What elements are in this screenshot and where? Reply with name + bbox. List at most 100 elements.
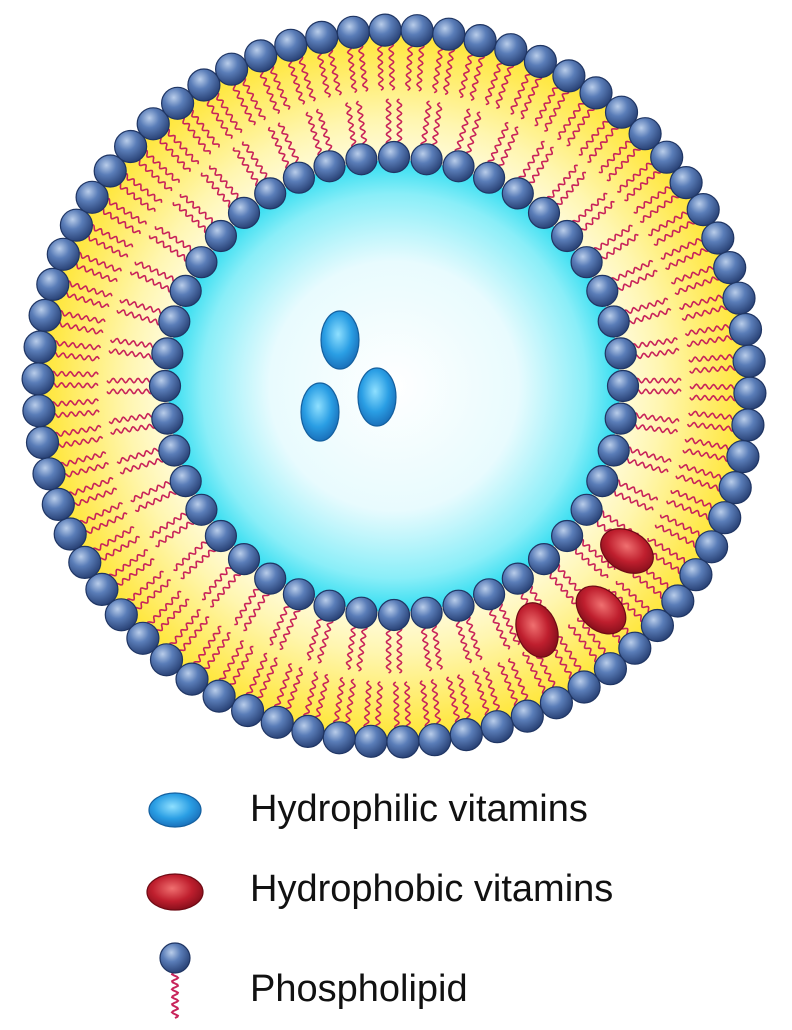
- legend-item-hydrophilic: Hydrophilic vitamins: [0, 780, 792, 840]
- phospholipid-head: [593, 652, 628, 686]
- phospholipid-head: [126, 621, 160, 655]
- hydrophobic-vitamins-in-bilayer: [515, 528, 654, 658]
- legend-item-hydrophobic: Hydrophobic vitamins: [0, 862, 792, 922]
- legend-label: Phospholipid: [250, 968, 468, 1010]
- phospholipid-head: [718, 471, 752, 505]
- phospholipid-head: [282, 578, 315, 611]
- phospholipid-head: [410, 596, 443, 629]
- phospholipid-head: [701, 221, 735, 255]
- phospholipid-head: [410, 143, 443, 176]
- phospholipid-head: [510, 699, 544, 733]
- phospholipid-head: [202, 679, 236, 713]
- phospholipid-head: [494, 33, 528, 67]
- phospholipid-head: [151, 402, 184, 435]
- phospholipid-head: [254, 177, 287, 210]
- hydrophobic-vitamin: [575, 585, 627, 635]
- phospholipid-head: [442, 150, 475, 183]
- phospholipid-head: [28, 298, 62, 332]
- phospholipid-head: [728, 312, 763, 347]
- phospholipid-head: [449, 717, 483, 752]
- phospholipid-head: [22, 394, 56, 428]
- hydrophobic-vitamin-icon: [146, 873, 204, 911]
- hydrophilic-vitamins-in-core: [300, 310, 397, 442]
- phospholipid-head: [731, 408, 765, 442]
- phospholipid-head: [114, 129, 148, 164]
- phospholipid-head: [650, 140, 684, 174]
- phospholipid-head: [418, 723, 452, 757]
- phospholipid-icon: [159, 942, 191, 1019]
- phospholipid-head: [215, 52, 249, 86]
- phospholipid-head: [604, 95, 639, 129]
- phospholipid-head: [597, 305, 630, 338]
- hydrophilic-vitamin: [357, 367, 397, 427]
- hydrophilic-vitamin-icon: [148, 792, 202, 828]
- phospholipid-head: [586, 274, 619, 307]
- phospholipid-head: [336, 15, 370, 49]
- phospholipid-head: [25, 425, 60, 460]
- phospholipid-head: [282, 161, 315, 194]
- phospholipid-head: [68, 545, 102, 580]
- phospholipid-head: [260, 705, 294, 739]
- phospholipid-head: [93, 154, 127, 188]
- hydrophilic-vitamin: [300, 382, 340, 442]
- phospholipid-head: [732, 344, 766, 378]
- phospholipid-head: [185, 493, 218, 526]
- phospholipid-head: [313, 589, 346, 622]
- phospholipid-head: [41, 487, 75, 521]
- phospholipid-head: [151, 337, 184, 370]
- phospholipid-head: [661, 584, 695, 618]
- phospholipid-head: [604, 337, 637, 370]
- phospholipid-head: [148, 369, 182, 403]
- phospholipid-head: [442, 589, 475, 622]
- phospholipid-head: [386, 725, 420, 759]
- phospholipid-head: [231, 693, 265, 728]
- phospholipid-head: [227, 196, 261, 229]
- hydrophobic-vitamin: [600, 528, 654, 574]
- legend-label: Hydrophilic vitamins: [250, 788, 588, 830]
- phospholipid-head: [640, 608, 675, 643]
- phospholipid-head: [694, 530, 729, 564]
- phospholipid-head: [618, 631, 652, 665]
- phospholipid-head: [550, 519, 584, 553]
- phospholipid-head: [377, 140, 411, 174]
- phospholipid-head: [158, 305, 191, 338]
- phospholipid-head: [291, 714, 325, 749]
- phospholipid-head: [53, 517, 87, 551]
- phospholipid-head: [463, 23, 497, 58]
- legend-item-phospholipid: Phospholipid: [0, 940, 792, 1030]
- phospholipid-head: [686, 193, 720, 227]
- phospholipid-head: [368, 13, 402, 47]
- phospholipid-head: [185, 246, 218, 279]
- phospholipid-head: [46, 237, 80, 271]
- phospholipid-head: [305, 20, 339, 55]
- phospholipid-head: [322, 721, 356, 755]
- phospholipid-head: [244, 39, 278, 73]
- phospholipid-head: [473, 161, 506, 194]
- phospholipid-head: [175, 662, 209, 696]
- phospholipid-head: [377, 598, 411, 632]
- phospholipid-head: [23, 330, 57, 364]
- phospholipid-head: [552, 59, 586, 93]
- phospholipid-head: [628, 117, 662, 151]
- phospholipid-head: [570, 493, 603, 526]
- phospholipid-head: [480, 710, 514, 744]
- phospholipid-head: [527, 196, 561, 229]
- inner-leaflet-heads: [148, 140, 640, 632]
- outer-leaflet-heads: [21, 13, 767, 759]
- phospholipid-head: [579, 76, 613, 110]
- phospholipid-head: [149, 643, 184, 677]
- phospholipid-head: [85, 572, 119, 607]
- phospholipid-head: [726, 440, 760, 474]
- phospholipid-head: [708, 501, 742, 535]
- phospholipid-head: [254, 562, 287, 595]
- legend: Hydrophilic vitamins Hydrophobic vitamin…: [0, 760, 792, 1030]
- phospholipid-head: [161, 86, 195, 120]
- phospholipid-head: [679, 558, 713, 592]
- phospholipid-head: [501, 562, 534, 595]
- phospholipid-head: [354, 724, 388, 758]
- phospholipid-head: [204, 219, 237, 253]
- phospholipid-head: [606, 369, 640, 403]
- legend-label: Hydrophobic vitamins: [250, 868, 614, 910]
- phospholipid-head: [570, 246, 603, 279]
- phospholipid-head: [473, 578, 506, 611]
